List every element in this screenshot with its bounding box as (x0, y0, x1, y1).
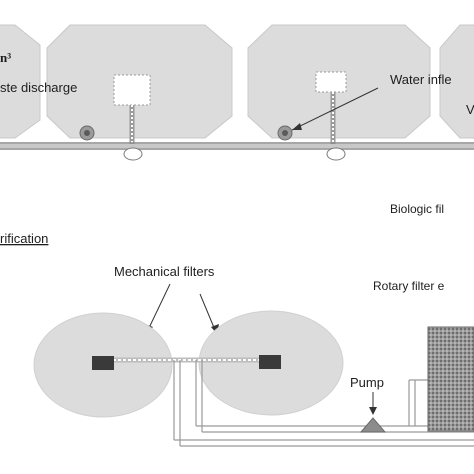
purification-heading: rification (0, 231, 48, 246)
waste-discharge-label: ste discharge (0, 80, 77, 95)
pump (359, 417, 387, 433)
tank-letter-label: V (466, 102, 474, 117)
pump-arrow (369, 392, 377, 415)
filter-drive-block-2 (259, 355, 281, 369)
mechanical-filters-label: Mechanical filters (114, 264, 215, 279)
water-inlets (79, 125, 293, 141)
pump-icon (359, 417, 387, 433)
standpipe-box-2 (315, 71, 347, 93)
valve-2 (326, 147, 346, 161)
volume-unit-label: n³ (0, 50, 11, 65)
standpipe-box-1 (113, 74, 151, 106)
drain-pipe (0, 142, 474, 161)
pump-label: Pump (350, 375, 384, 390)
culture-tank-1 (0, 24, 41, 139)
mechanical-filter-arrows (145, 283, 219, 334)
biologic-filter-block (427, 326, 474, 432)
mechanical-filters (33, 310, 344, 418)
rotary-filter-label: Rotary filter e (373, 279, 445, 293)
valve-1 (123, 147, 143, 161)
culture-tank-4 (439, 24, 474, 139)
water-inflow-arrow (291, 87, 379, 131)
water-inflow-label: Water infle (390, 72, 452, 87)
filter-drive-block-1 (92, 356, 114, 370)
standpipes (113, 71, 347, 150)
biologic-filter-label: Biologic fil (390, 202, 444, 216)
